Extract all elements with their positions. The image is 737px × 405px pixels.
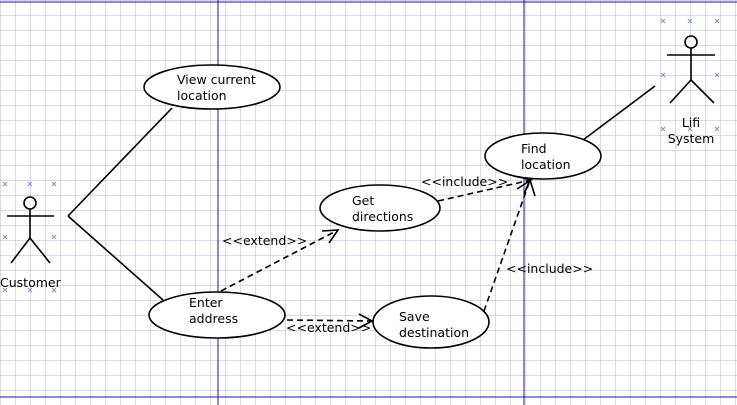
actor-customer-head [23,196,37,210]
selection-handles [2,18,720,293]
associations [67,85,656,301]
handle-customer-tm [27,181,33,187]
actor-lifi-head [684,35,698,49]
association-customer-enter-address [67,215,164,301]
actor-customer[interactable] [7,196,54,264]
handle-lifi-bl [660,126,666,132]
actor-customer-left-leg [10,237,31,264]
handle-customer-ml [2,234,8,240]
extend-arrow-save-destination[interactable] [286,319,373,322]
handle-customer-br [51,287,57,293]
handle-customer-tr [51,181,57,187]
handle-customer-tl [2,181,8,187]
include-arrow-save-destination[interactable] [483,179,531,312]
handle-lifi-tl [660,18,666,24]
handle-lifi-ml [660,72,666,78]
actor-lifi-system[interactable] [667,35,715,104]
include-arrow-get-directions[interactable] [437,179,532,202]
association-customer-view-location [67,107,173,217]
use-case-get-directions[interactable] [319,184,441,232]
actor-customer-right-leg [29,237,51,264]
arrowhead-save-destination [358,313,374,329]
association-lifi-find-location [582,85,656,141]
actor-lifi-left-leg [669,79,692,104]
handle-customer-bl [2,287,8,293]
use-case-save-destination[interactable] [372,295,490,349]
dependencies [220,179,532,322]
handle-lifi-br [714,126,720,132]
extend-arrow-get-directions[interactable] [220,229,339,292]
use-cases [143,64,602,349]
arrowhead-get-directions [321,229,340,244]
use-case-view-location[interactable] [143,64,281,110]
use-case-find-location[interactable] [484,132,602,180]
handle-lifi-bm [687,126,693,132]
handle-lifi-tm [687,18,693,24]
handle-lifi-tr [714,18,720,24]
handle-customer-mr [51,234,57,240]
actor-lifi-right-leg [690,79,715,104]
use-case-enter-address[interactable] [148,291,286,339]
handle-lifi-mr [714,72,720,78]
handle-customer-bm [27,287,33,293]
arrowhead-find-location-2 [523,177,536,197]
